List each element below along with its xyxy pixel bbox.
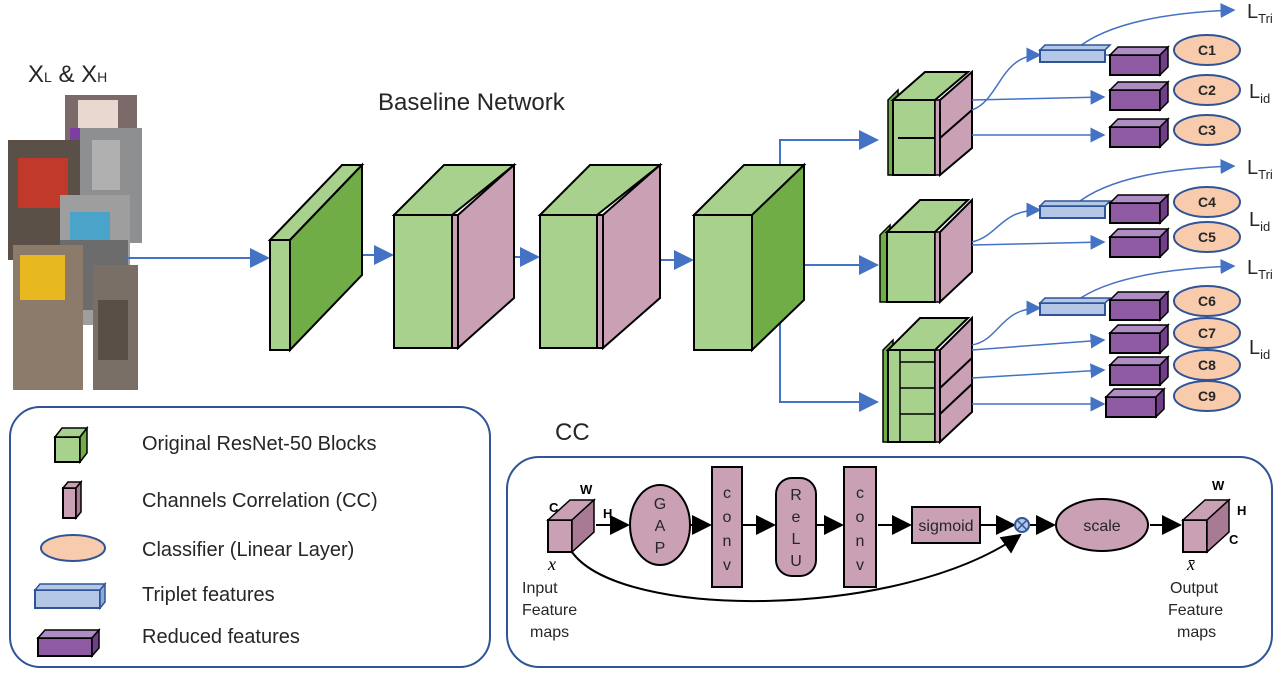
loss-id-3: Lid (1249, 337, 1270, 362)
loss-id-1: Lid (1249, 81, 1270, 106)
blue-bar-icon (33, 581, 107, 611)
svg-text:H: H (1237, 503, 1246, 518)
green-cube-icon (53, 425, 89, 465)
svg-text:scale: scale (1083, 518, 1120, 535)
baseline-title: Baseline Network (378, 89, 566, 116)
svg-text:Feature: Feature (522, 602, 577, 619)
legend-label-4: Triplet features (142, 584, 275, 606)
scale-node: scale (1055, 498, 1149, 552)
input-images (8, 95, 142, 390)
classifier-c7: C7 (1173, 317, 1241, 349)
loss-tri-1: LTri (1247, 1, 1273, 26)
svg-text:maps: maps (1177, 624, 1216, 641)
svg-text:C4: C4 (1198, 194, 1216, 210)
svg-text:maps: maps (530, 624, 569, 641)
svg-text:C: C (549, 500, 559, 515)
svg-text:n: n (723, 533, 732, 550)
svg-text:x: x (547, 554, 556, 574)
relu-node: R e L U (775, 477, 817, 577)
triplet-feature-1 (1038, 44, 1112, 63)
svg-text:C2: C2 (1198, 82, 1216, 98)
svg-text:A: A (655, 518, 666, 535)
svg-text:C8: C8 (1198, 357, 1216, 373)
svg-text:o: o (856, 509, 865, 526)
classifier-c9: C9 (1173, 380, 1241, 412)
classifier-c4: C4 (1173, 186, 1241, 218)
svg-text:Input: Input (522, 580, 558, 597)
svg-text:W: W (1212, 478, 1225, 493)
classifier-c2: C2 (1173, 74, 1241, 106)
legend: Original ResNet-50 Blocks Channels Corre… (9, 406, 491, 668)
svg-text:C6: C6 (1198, 293, 1216, 309)
svg-text:C7: C7 (1198, 325, 1216, 341)
svg-text:C9: C9 (1198, 388, 1216, 404)
svg-text:W: W (580, 482, 593, 497)
multiply-icon (1014, 517, 1030, 533)
gap-node: G A P (629, 484, 691, 566)
classifier-c5: C5 (1173, 221, 1241, 253)
svg-text:x̄: x̄ (1186, 554, 1195, 574)
reduced-features (1104, 45, 1170, 419)
resnet-block-1 (267, 162, 365, 353)
loss-labels: LTri Lid LTri Lid LTri Lid (1247, 1, 1273, 362)
cc-module: C W H x Input Feature maps G A P c o n v (506, 456, 1273, 668)
cc-title: CC (555, 419, 590, 446)
resnet-block-2 (391, 162, 517, 351)
svg-text:o: o (723, 509, 732, 526)
classifier-c3: C3 (1173, 114, 1241, 146)
svg-text:L: L (792, 531, 801, 548)
svg-text:H: H (603, 506, 612, 521)
classifier-c1: C1 (1173, 34, 1241, 66)
loss-tri-2: LTri (1247, 157, 1273, 182)
svg-text:P: P (655, 540, 666, 557)
svg-text:G: G (654, 496, 666, 513)
svg-text:Output: Output (1170, 580, 1219, 597)
conv-layer-1: c o n v (711, 466, 743, 588)
legend-label-5: Reduced features (142, 626, 300, 648)
classifiers: C1 C2 C3 C4 C5 C6 C7 C8 C9 (1173, 34, 1241, 412)
conv-layer-2: c o n v (843, 466, 877, 588)
pink-block-icon (61, 479, 83, 521)
input-label: XL & XH (28, 61, 107, 88)
svg-text:C1: C1 (1198, 42, 1216, 58)
resnet-block-3 (537, 162, 663, 351)
svg-text:C5: C5 (1198, 229, 1216, 245)
resnet-block-4 (691, 162, 807, 353)
svg-text:C: C (1229, 532, 1239, 547)
svg-text:Feature: Feature (1168, 602, 1223, 619)
svg-text:C3: C3 (1198, 122, 1216, 138)
svg-text:sigmoid: sigmoid (918, 518, 973, 535)
svg-text:R: R (790, 487, 802, 504)
svg-text:v: v (856, 557, 864, 574)
branch-1-stack (887, 69, 973, 178)
svg-text:n: n (856, 533, 865, 550)
branch-3-stack (882, 315, 973, 445)
orange-ellipse-icon (40, 534, 106, 562)
classifier-c8: C8 (1173, 349, 1241, 381)
loss-tri-3: LTri (1247, 257, 1273, 282)
triplet-feature-2 (1038, 200, 1112, 219)
svg-text:c: c (723, 485, 731, 502)
svg-text:e: e (792, 509, 801, 526)
output-feature-cube (1181, 498, 1231, 554)
svg-text:U: U (790, 553, 802, 570)
classifier-c6: C6 (1173, 285, 1241, 317)
sigmoid-node: sigmoid (911, 506, 981, 544)
legend-label-1: Original ResNet-50 Blocks (142, 433, 377, 455)
svg-text:c: c (856, 485, 864, 502)
triplet-feature-3 (1038, 297, 1112, 316)
loss-id-2: Lid (1249, 209, 1270, 234)
legend-label-2: Channels Correlation (CC) (142, 490, 378, 512)
branch-2-stack (879, 197, 973, 305)
input-feature-cube (546, 498, 596, 554)
legend-label-3: Classifier (Linear Layer) (142, 539, 354, 561)
purple-bar-icon (36, 628, 101, 658)
svg-text:v: v (723, 557, 731, 574)
